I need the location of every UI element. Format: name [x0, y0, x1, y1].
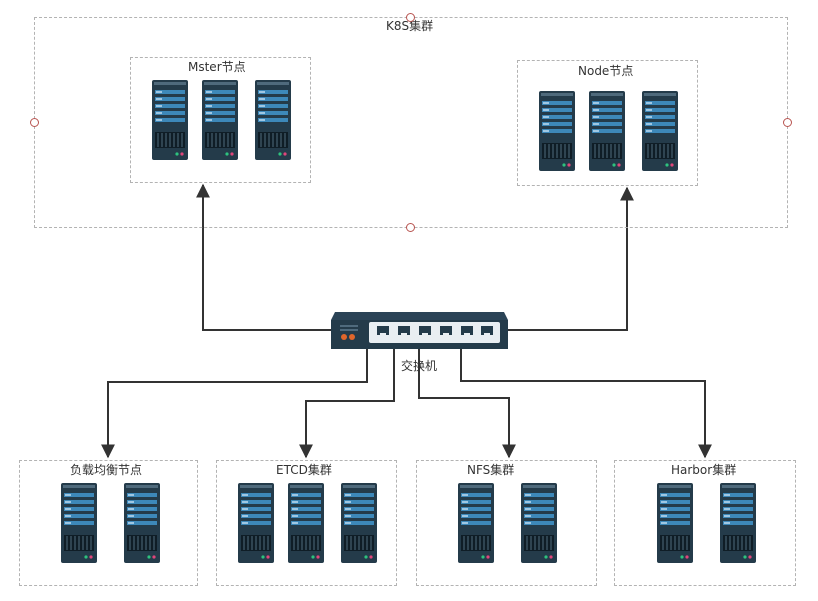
load-balancer-label: 负载均衡节点 [70, 463, 143, 477]
worker-node-group[interactable] [517, 60, 698, 186]
nfs-server-2[interactable] [521, 483, 557, 563]
selection-handle-left[interactable] [30, 118, 39, 127]
harbor-server-2[interactable] [720, 483, 756, 563]
link-switch-to-master [196, 183, 332, 331]
etcd-cluster-group[interactable] [216, 460, 397, 586]
worker-server-3[interactable] [642, 91, 678, 171]
link-switch-to-lb [101, 348, 368, 459]
master-node-group[interactable] [130, 57, 311, 183]
harbor-cluster-group[interactable] [614, 460, 796, 586]
load-balancer-group[interactable] [19, 460, 198, 586]
selection-handle-top[interactable] [406, 13, 415, 22]
lb-server-2[interactable] [124, 483, 160, 563]
harbor-cluster-label: Harbor集群 [671, 463, 737, 477]
etcd-cluster-label: ETCD集群 [276, 463, 332, 477]
link-switch-to-etcd [299, 348, 395, 459]
selection-handle-bottom[interactable] [406, 223, 415, 232]
link-switch-to-node [507, 186, 634, 331]
master-server-3[interactable] [255, 80, 291, 160]
harbor-server-1[interactable] [657, 483, 693, 563]
selection-handle-right[interactable] [783, 118, 792, 127]
lb-server-1[interactable] [61, 483, 97, 563]
etcd-server-2[interactable] [288, 483, 324, 563]
link-switch-to-nfs [418, 348, 516, 459]
link-switch-to-harbor [460, 348, 712, 459]
etcd-server-1[interactable] [238, 483, 274, 563]
nfs-server-1[interactable] [458, 483, 494, 563]
master-server-2[interactable] [202, 80, 238, 160]
master-node-label: Mster节点 [188, 60, 246, 74]
network-switch-icon[interactable] [331, 312, 508, 349]
network-switch-label: 交换机 [401, 359, 438, 373]
nfs-cluster-label: NFS集群 [467, 463, 515, 477]
etcd-server-3[interactable] [341, 483, 377, 563]
k8s-cluster-label: K8S集群 [386, 19, 434, 33]
worker-server-2[interactable] [589, 91, 625, 171]
worker-server-1[interactable] [539, 91, 575, 171]
worker-node-label: Node节点 [578, 64, 634, 78]
master-server-1[interactable] [152, 80, 188, 160]
nfs-cluster-group[interactable] [416, 460, 597, 586]
